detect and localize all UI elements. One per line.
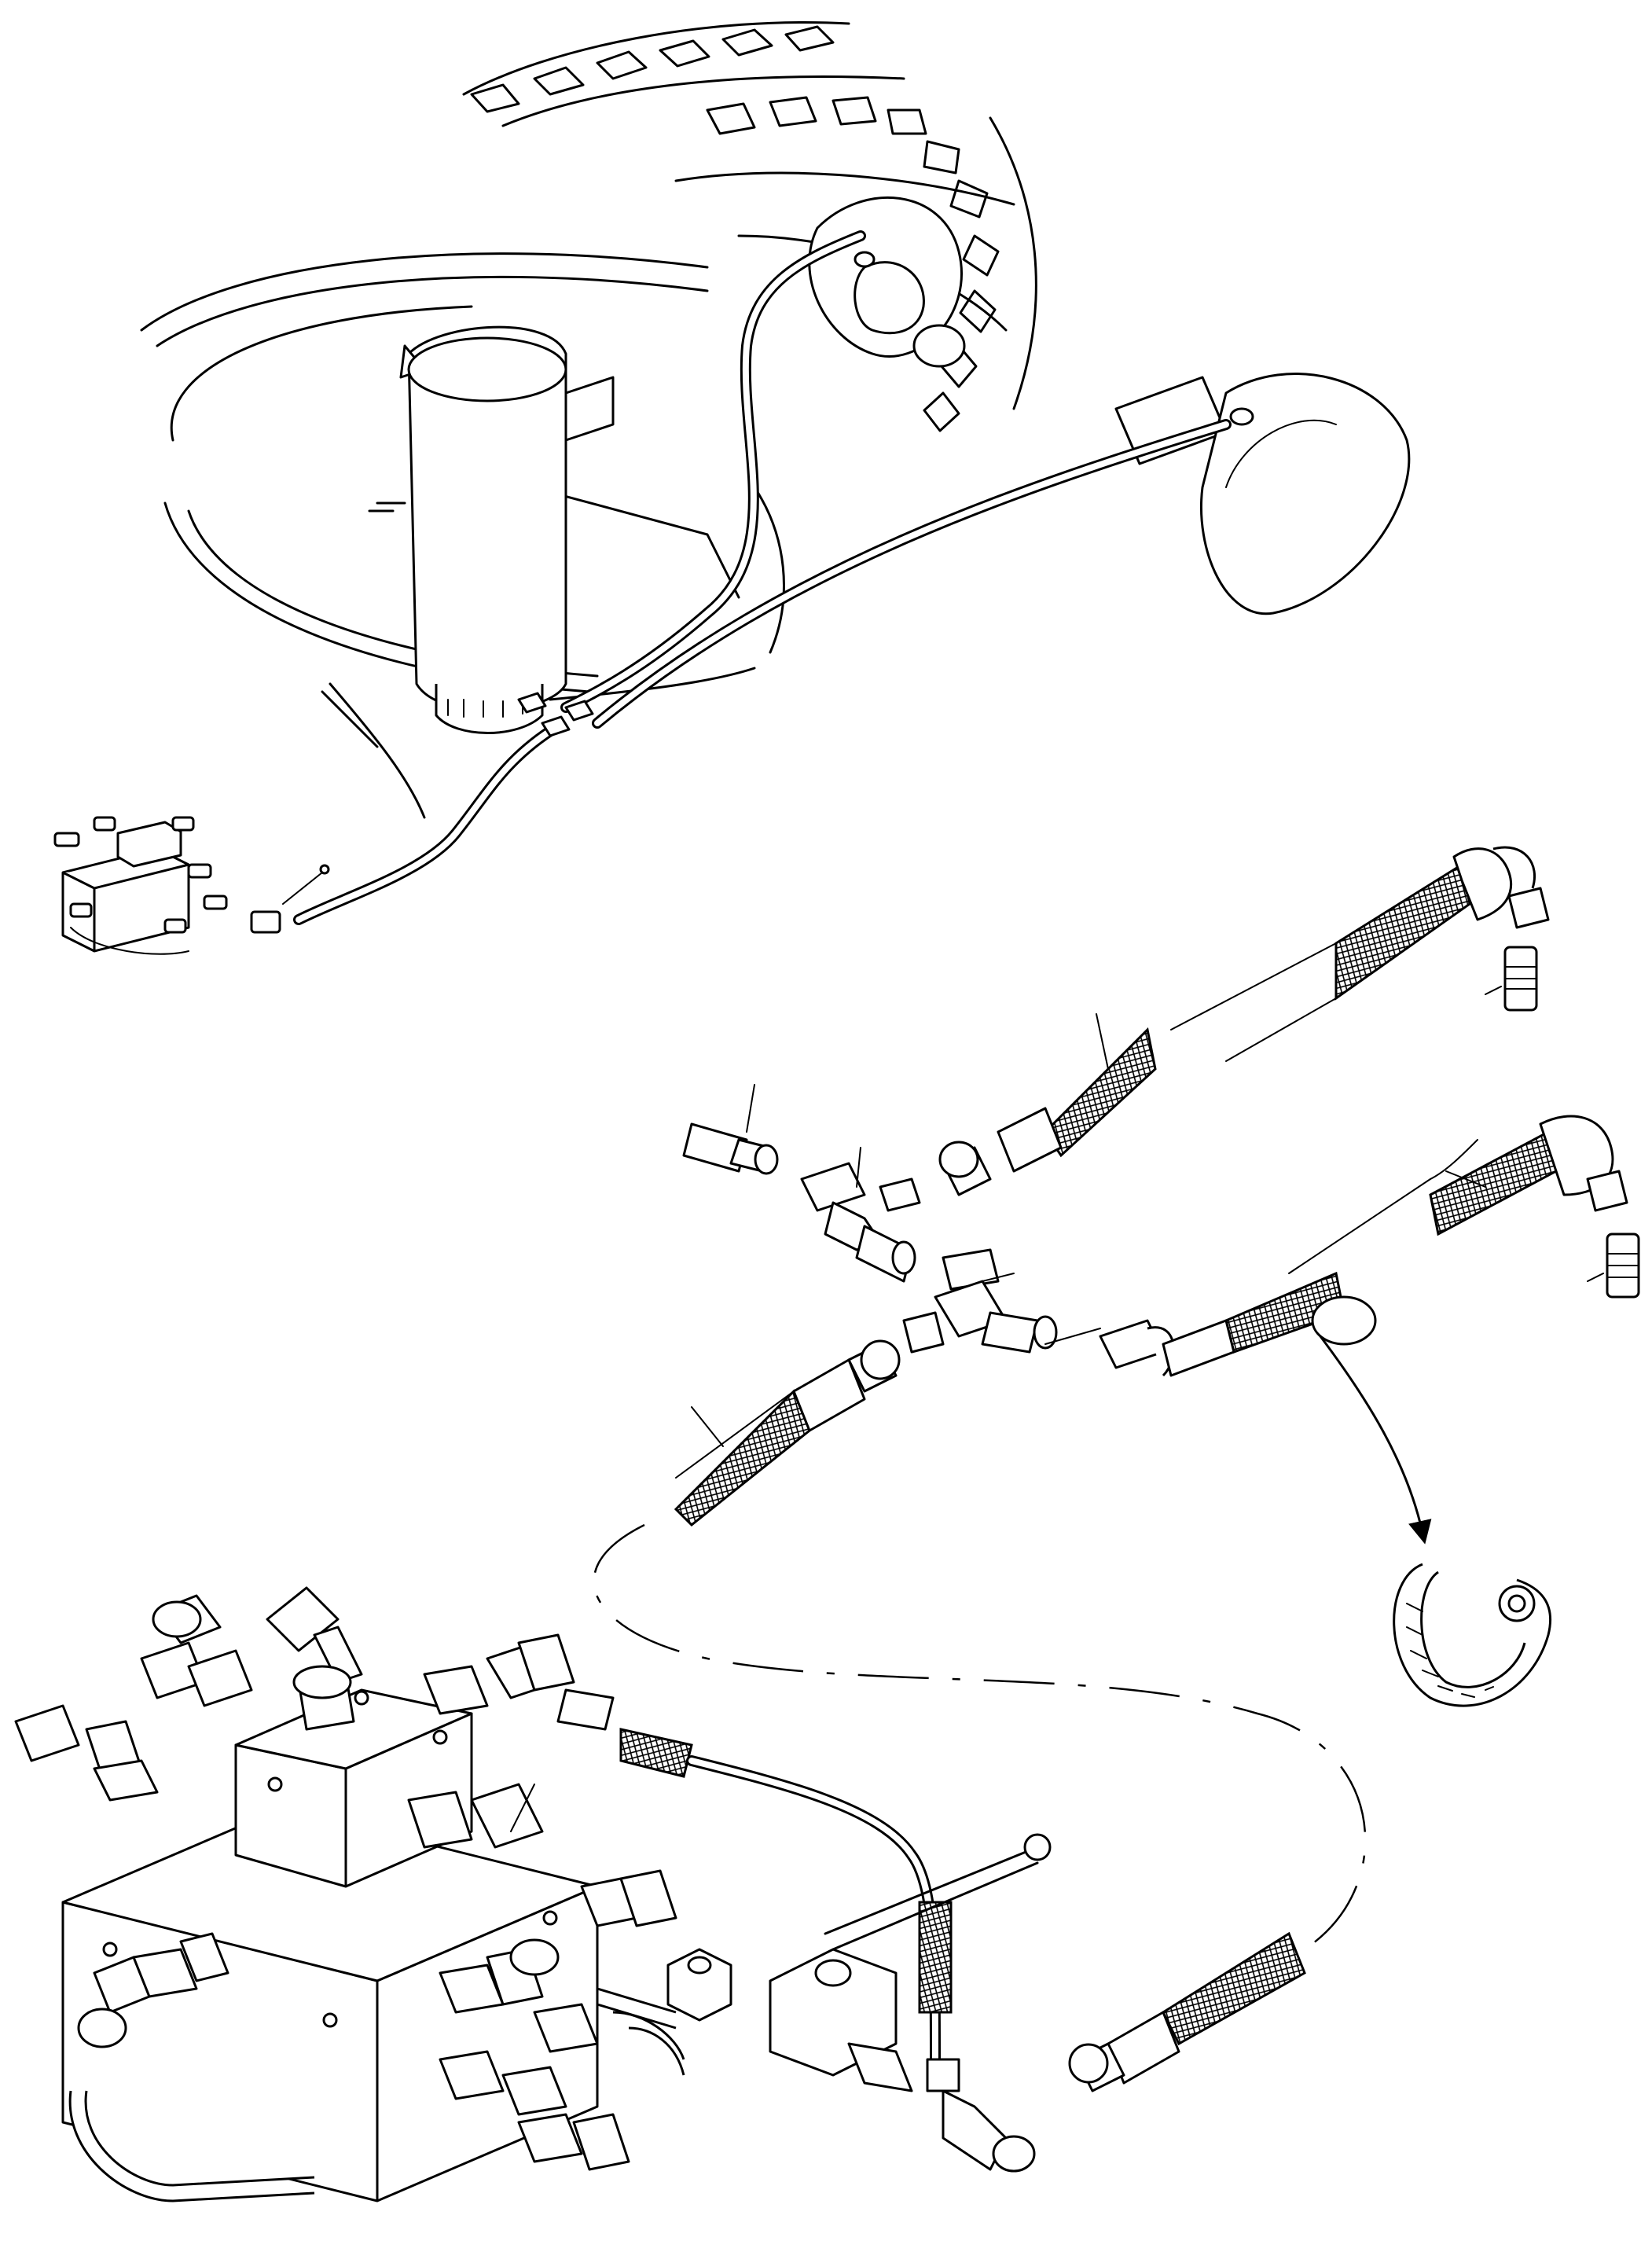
hose-upper-right bbox=[1170, 846, 1550, 1062]
straight-adapter-1 bbox=[1503, 946, 1538, 1012]
routing-line bbox=[593, 1523, 1367, 1951]
callout-leaders bbox=[510, 986, 1604, 1832]
overview-hoses bbox=[293, 230, 1232, 925]
valve-fittings bbox=[14, 1586, 685, 2202]
tee-fitting-2 bbox=[902, 1248, 1058, 1354]
hose-middle-right bbox=[1044, 1115, 1628, 1377]
lever-handle bbox=[824, 1833, 1052, 1951]
front-tire bbox=[462, 21, 1037, 432]
hose-lower-left bbox=[674, 1339, 901, 1527]
hose-valve-upper bbox=[556, 1688, 953, 2065]
accumulator-canister bbox=[399, 325, 615, 734]
hose-valve-to-tee bbox=[938, 1027, 1157, 1196]
hose-clamp bbox=[1311, 1295, 1552, 1707]
straight-adapter-3 bbox=[1606, 1233, 1640, 1299]
mounting-bracket bbox=[597, 1948, 1036, 2173]
wheel-hub-left bbox=[808, 196, 966, 368]
hose-lower-right bbox=[1068, 1931, 1306, 2092]
overview-valve-block bbox=[53, 816, 330, 955]
tee-fitting-1 bbox=[800, 1162, 921, 1283]
straight-adapter-2 bbox=[682, 1122, 779, 1175]
wheel-hub-right bbox=[1114, 373, 1411, 615]
